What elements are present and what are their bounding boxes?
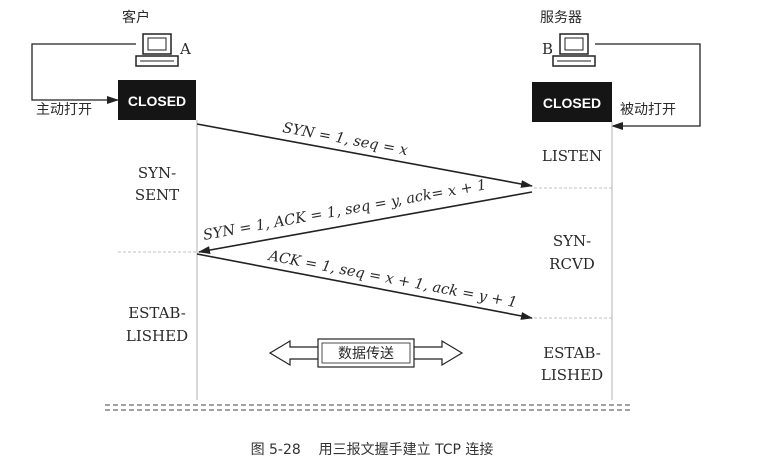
server-state-lished: LISHED — [541, 366, 603, 384]
syn-arrow — [196, 123, 533, 188]
client-open-loop — [31, 43, 136, 104]
syn-ack-message-label: SYN = 1, ACK = 1, seq = y, ack= x + 1 — [202, 177, 488, 244]
figure-caption: 图 5-28 用三报文握手建立 TCP 连接 — [251, 441, 494, 458]
client-closed-label: CLOSED — [128, 93, 186, 109]
server-title: 服务器 — [540, 10, 582, 26]
client-state-sent: SENT — [135, 186, 179, 204]
server-closed-box — [532, 82, 612, 122]
client-state-syn: SYN- — [138, 164, 176, 182]
client-title: 客户 — [122, 9, 150, 26]
server-host-label: B — [542, 40, 553, 58]
server-state-rcvd: RCVD — [549, 255, 595, 273]
server-open-loop — [595, 43, 701, 130]
syn-ack-arrow — [198, 191, 533, 254]
server-state-listen: LISTEN — [542, 147, 602, 165]
server-open-label: 被动打开 — [620, 101, 676, 118]
server-closed-label: CLOSED — [543, 95, 601, 111]
ack-message-label: ACK = 1, seq = x + 1, ack = y + 1 — [265, 248, 518, 311]
server-computer-icon — [552, 33, 596, 67]
client-state-estab: ESTAB- — [128, 304, 186, 322]
data-transfer-arrow — [268, 338, 464, 368]
server-state-estab: ESTAB- — [543, 344, 601, 362]
data-transfer-label: 数据传送 — [338, 346, 394, 362]
ack-arrow — [196, 253, 533, 320]
client-open-label: 主动打开 — [36, 101, 92, 118]
server-state-syn: SYN- — [553, 232, 591, 250]
client-state-lished: LISHED — [126, 327, 188, 345]
client-host-label: A — [179, 40, 191, 58]
client-computer-icon — [135, 33, 179, 67]
client-closed-box — [118, 80, 196, 120]
syn-message-label: SYN = 1, seq = x — [281, 120, 409, 159]
